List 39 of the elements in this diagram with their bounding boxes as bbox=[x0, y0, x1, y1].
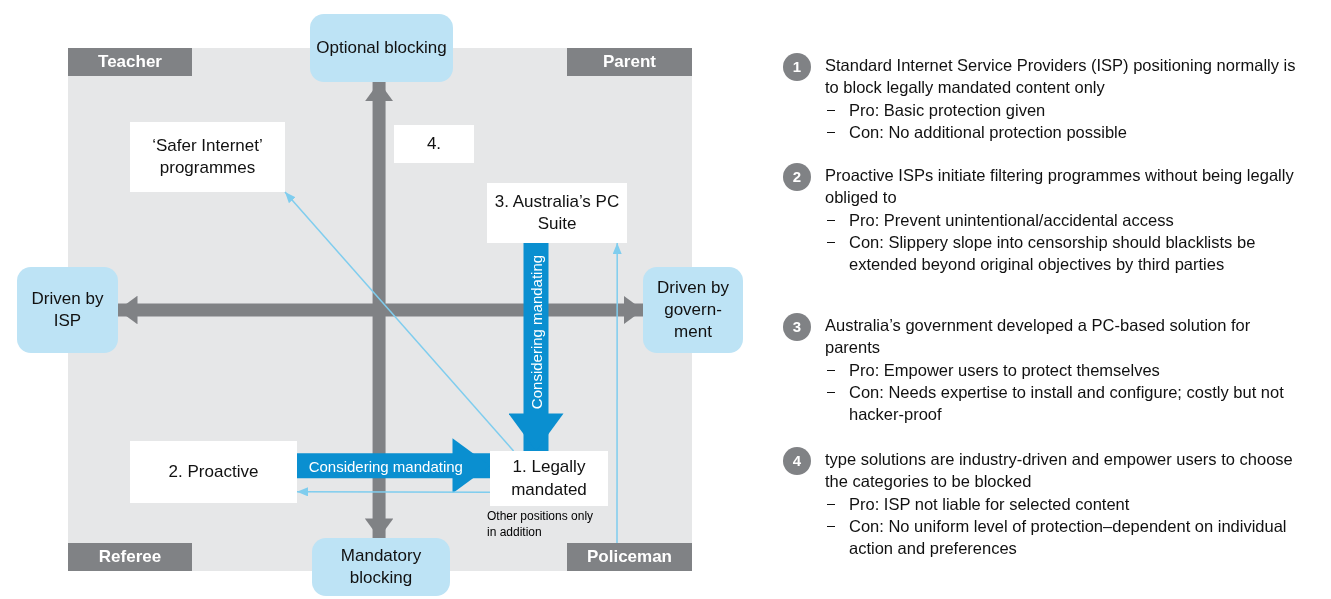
position-box: ‘Safer Internet’ programmes bbox=[130, 122, 285, 192]
thick-arrow bbox=[118, 295, 643, 325]
note-text: Other positions only in addition bbox=[487, 508, 595, 541]
position-box: 2. Proactive bbox=[130, 441, 297, 503]
thick-arrow bbox=[297, 438, 490, 494]
bullet-point: Con: Slippery slope into censorship should blacklists be extended beyond original objectives by third parties bbox=[849, 232, 1256, 274]
edge-label: Considering mandating bbox=[308, 457, 463, 475]
bullet-point: Pro: Prevent unintentional/accidental access bbox=[849, 210, 1174, 229]
axis-end-box: Optional blocking bbox=[310, 14, 453, 82]
axis-end-box: Driven by govern-ment bbox=[643, 267, 743, 353]
item-heading: Proactive ISPs initiate filtering programmes without being legally obliged to bbox=[825, 165, 1295, 209]
thick-arrow bbox=[364, 82, 394, 538]
quadrant-label: Teacher bbox=[68, 48, 192, 76]
quadrant-label: Referee bbox=[68, 543, 192, 571]
item-heading: type solutions are industry-driven and empower users to choose the categories to be blocked bbox=[825, 449, 1294, 493]
edge-label: Considering mandating bbox=[527, 254, 545, 410]
arrow bbox=[296, 487, 491, 497]
bullet-point: Con: No additional protection possible bbox=[849, 122, 1127, 141]
arrow bbox=[612, 242, 622, 544]
bullet-point: Pro: Empower users to protect themselves bbox=[849, 360, 1160, 379]
quadrant-label: Policeman bbox=[567, 543, 692, 571]
bullet-point: Pro: ISP not liable for selected content bbox=[849, 494, 1130, 513]
number-badge: 3 bbox=[783, 313, 811, 341]
number-badge: 2 bbox=[783, 163, 811, 191]
number-badge: 1 bbox=[783, 53, 811, 81]
quadrant-label: Parent bbox=[567, 48, 692, 76]
position-box: 3. Australia’s PC Suite bbox=[487, 183, 627, 243]
item-heading: Australia’s government developed a PC-based solution for parents bbox=[825, 315, 1252, 359]
number-badge: 4 bbox=[783, 447, 811, 475]
position-box: 4. bbox=[394, 125, 474, 163]
position-box: 1. Legally mandated bbox=[490, 451, 608, 506]
axis-end-box: Mandatory blocking bbox=[312, 538, 450, 596]
bullet-point: Pro: Basic protection given bbox=[849, 100, 1046, 119]
bullet-point: Con: No uniform level of protection–dependent on individual action and preferences bbox=[849, 516, 1287, 558]
item-heading: Standard Internet Service Providers (ISP) positioning normally is to block legally mandated content only bbox=[825, 55, 1297, 99]
arrow bbox=[284, 191, 515, 452]
thick-arrow bbox=[508, 243, 564, 451]
axis-end-box: Driven by ISP bbox=[17, 267, 118, 353]
bullet-point: Con: Needs expertise to install and configure; costly but not hacker-proof bbox=[849, 382, 1284, 424]
